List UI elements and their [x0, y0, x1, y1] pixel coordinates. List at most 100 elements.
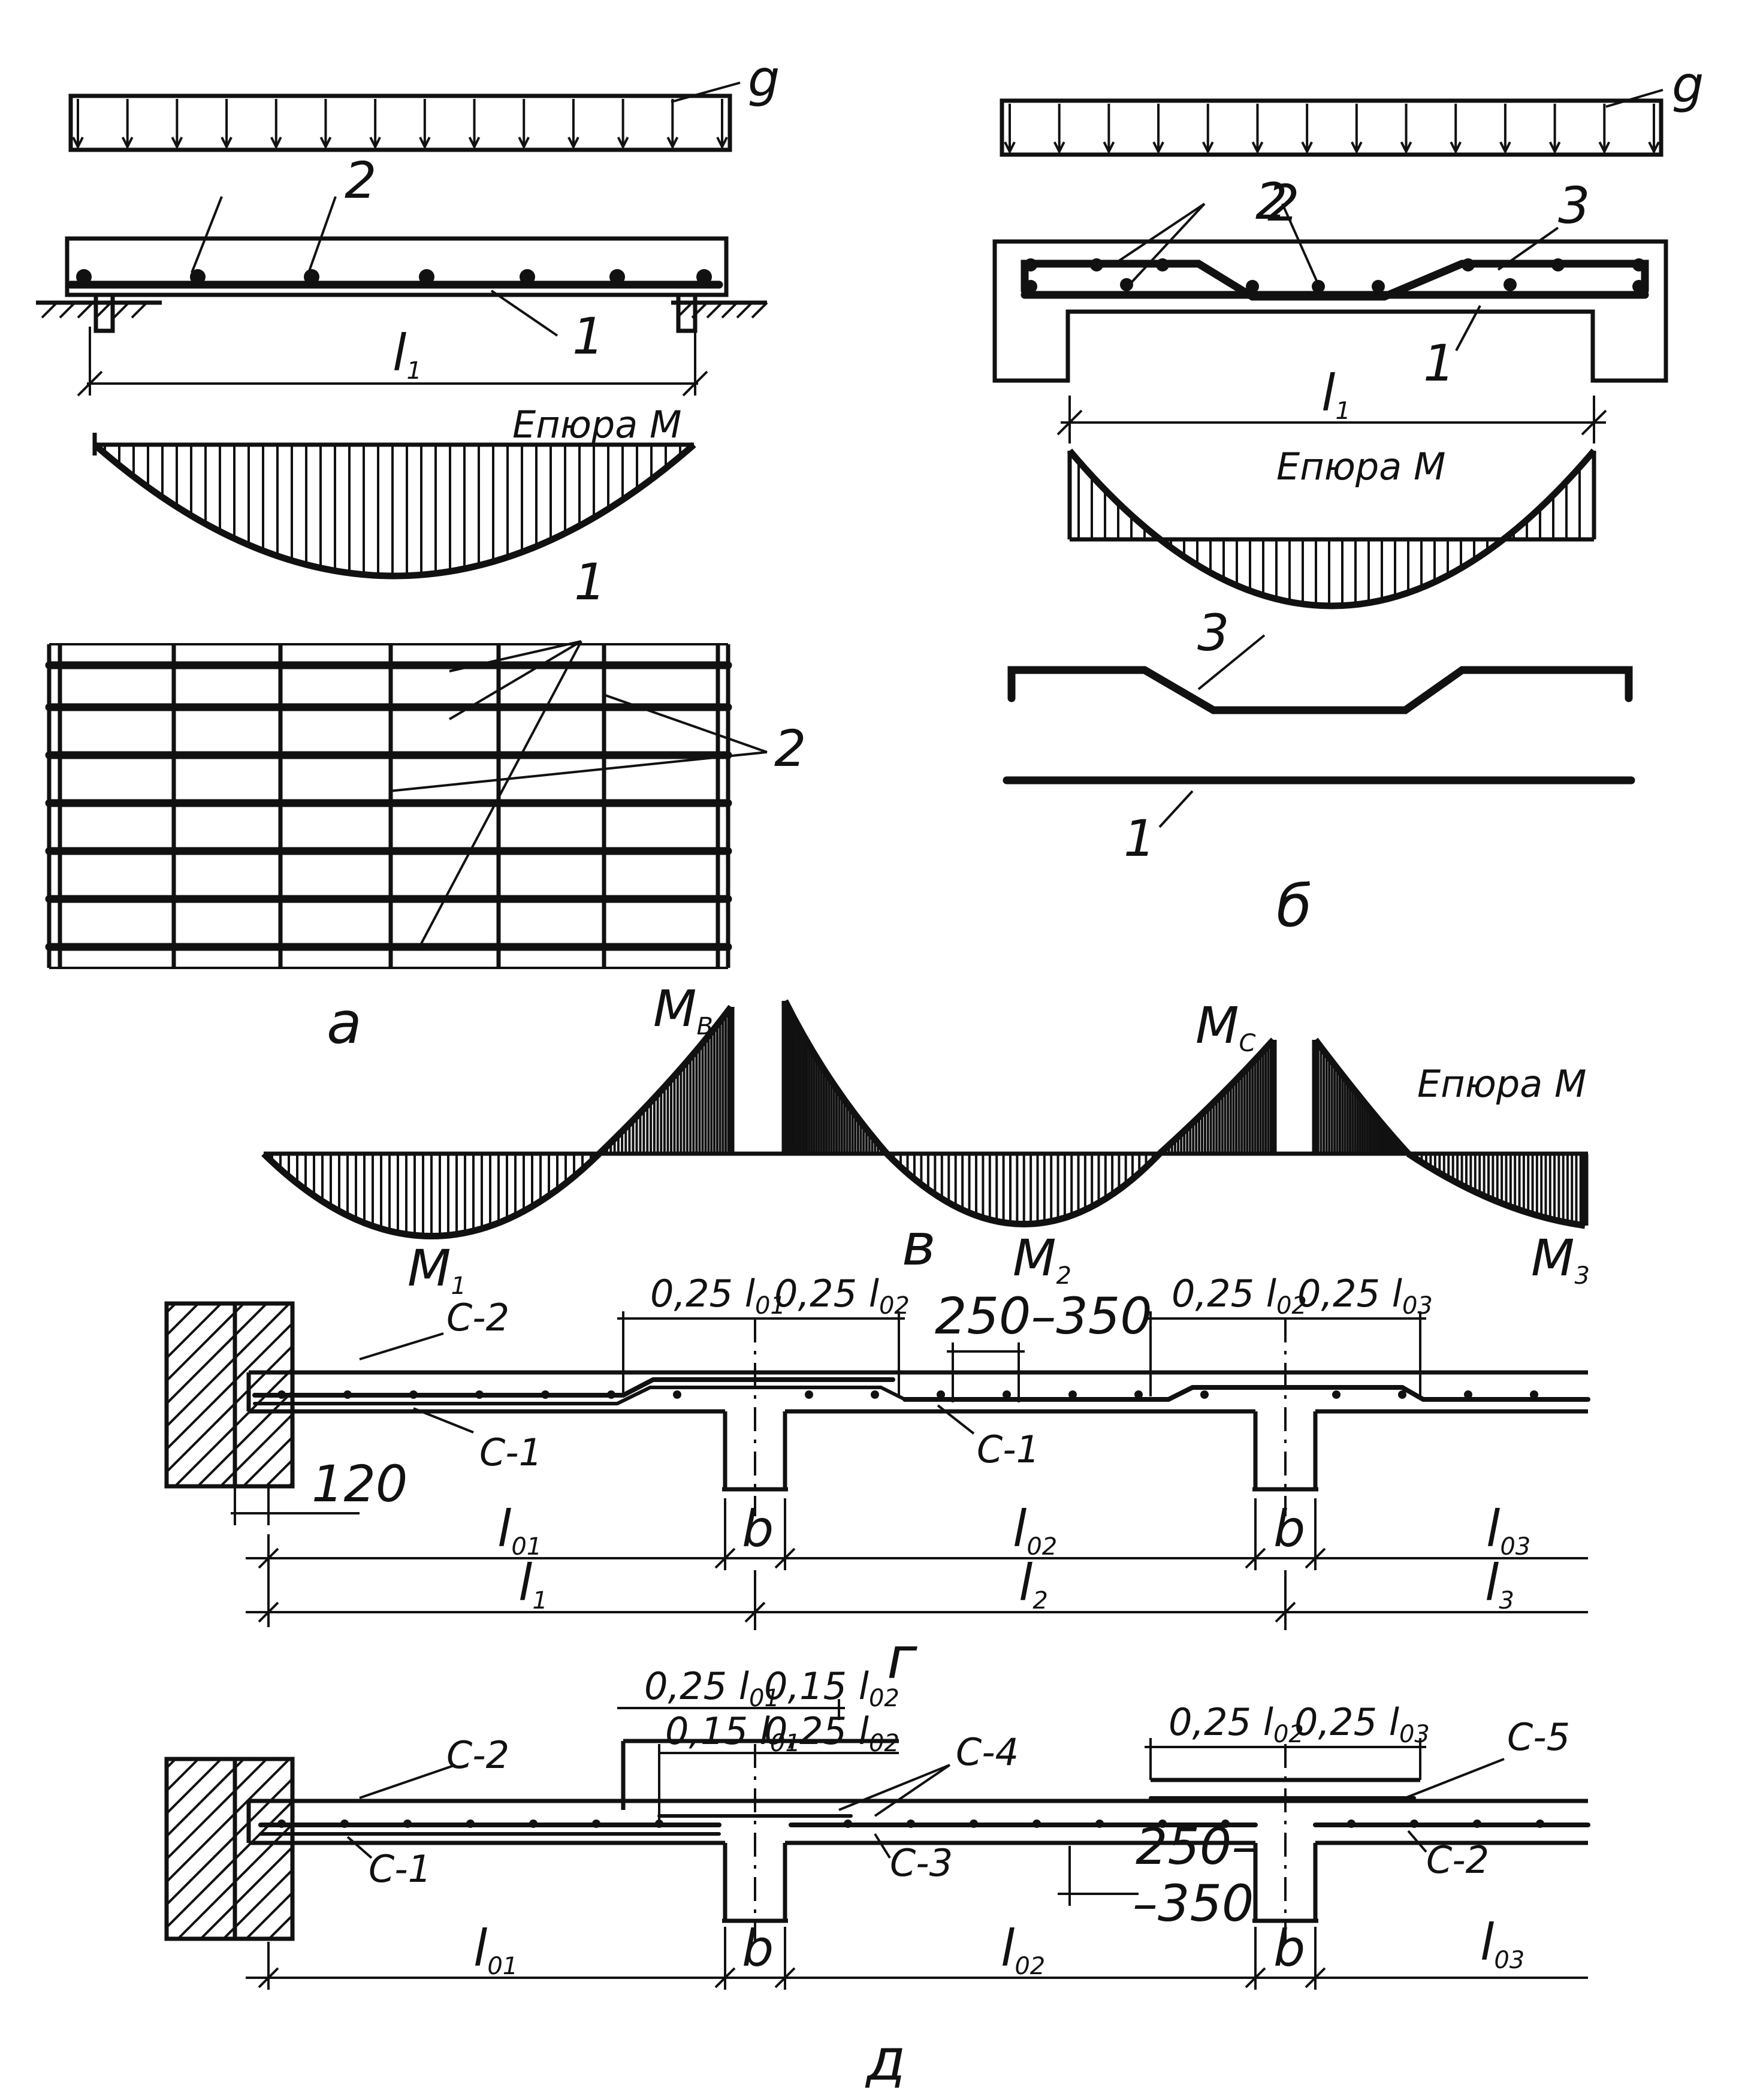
rebar-dot	[696, 269, 712, 285]
span-dimension-b	[1056, 396, 1607, 443]
dimension-tick	[774, 1967, 796, 1989]
mesh-c4-d: С-4	[956, 1730, 1019, 1774]
dimensions-bottom-g	[231, 1486, 1588, 1630]
mb-label: MB	[653, 979, 713, 1040]
wall-hatch-line	[222, 1869, 292, 1939]
rebar-dot	[466, 1820, 475, 1828]
dim-3-d: 0,15 l01	[665, 1709, 801, 1757]
span-label-b: l1	[1321, 364, 1351, 425]
ground-hatch-line	[41, 301, 58, 319]
load-arrow-head	[221, 137, 233, 150]
figure-d: С-2 С-1 С-4 С-3 С-5 С-2 0,25 l01 0,15 l0…	[164, 1664, 1590, 2093]
bar-shapes-b	[1003, 634, 1635, 828]
rebar-dot	[1312, 280, 1325, 293]
wall-g	[164, 1301, 295, 1489]
span-01-g: l01	[497, 1499, 542, 1561]
wall-hatch-line	[267, 1914, 292, 1939]
slab-d	[246, 1739, 1590, 1942]
rebar-dot	[609, 269, 625, 285]
dim-5-d: 0,25 l02	[1169, 1700, 1304, 1748]
rebar-dot	[673, 1390, 681, 1399]
dimension-tick	[1305, 1547, 1326, 1569]
load-arrow-head	[1251, 141, 1264, 155]
rebar-dot	[1398, 1390, 1406, 1399]
rebar-dot	[1003, 1390, 1011, 1399]
wall-hatch-line	[167, 1304, 291, 1428]
rebar-dot	[277, 1390, 286, 1399]
bar-label-1-a: 1	[572, 307, 604, 366]
dimension-tick	[258, 1601, 279, 1623]
caption-v: в	[902, 1211, 936, 1278]
rebar-dot	[1095, 1820, 1104, 1828]
axis-3-g: l3	[1485, 1553, 1514, 1615]
moment-diagram-v	[261, 999, 1589, 1239]
dim-4-d: 0,25 l02	[764, 1709, 899, 1757]
rebar-dot	[1221, 1820, 1230, 1828]
rebar-dot	[937, 1390, 945, 1399]
caption-b: б	[1276, 873, 1312, 940]
diagram-title-a: Епюра M	[512, 403, 681, 446]
wall-hatch-line	[167, 1304, 223, 1359]
bar3-label-b: 3	[1197, 604, 1229, 662]
figure-g: С-2 С-1 С-1 0,25 l01 0,25 l02 250–350 0,…	[164, 1272, 1590, 1692]
rebar-dot	[607, 1390, 615, 1399]
wall-hatch-line	[167, 1759, 200, 1792]
mc-label: MC	[1195, 996, 1255, 1057]
wall-hatch-line	[176, 1823, 292, 1939]
caption-g: г	[887, 1625, 917, 1692]
wall-hatch-line	[167, 1759, 177, 1769]
mesh-label-2-a: 2	[774, 719, 806, 778]
rebar-dot	[1332, 1390, 1341, 1399]
bar1-label-b: 1	[1124, 809, 1155, 868]
wall-hatch-line	[167, 1759, 246, 1837]
load-arrow-head	[319, 137, 332, 150]
rebar-dot	[871, 1390, 879, 1399]
wall-hatch-line	[167, 1759, 223, 1815]
load-arrow-head	[716, 137, 728, 150]
moment-diagram-a	[92, 433, 696, 580]
load-arrow-head	[1301, 141, 1313, 155]
caption-d: д	[865, 2026, 905, 2093]
uniform-load-a	[68, 82, 741, 152]
rebar-dot	[419, 269, 434, 285]
load-arrow-head	[1004, 141, 1016, 155]
rebar-dot	[1464, 1390, 1472, 1399]
ground-hatch-line	[751, 301, 768, 319]
wall-hatch-line	[167, 1345, 292, 1473]
mesh-c2b-d: С-2	[1426, 1838, 1489, 1882]
mesh-c1-d: С-1	[369, 1847, 431, 1891]
dim-6-d: 0,25 l03	[1294, 1700, 1430, 1748]
axis-2-g: l2	[1019, 1553, 1048, 1615]
load-arrow-head	[617, 137, 629, 150]
load-arrow-head	[567, 137, 579, 150]
ground-hatch-line	[59, 301, 76, 319]
load-arrow-head	[1400, 141, 1412, 155]
wall-hatch-line	[167, 1759, 268, 1860]
mesh-c3-d: С-3	[890, 1841, 953, 1885]
wall-hatch-line	[167, 1322, 292, 1450]
load-arrow-head	[1053, 141, 1065, 155]
span-03-g: l03	[1486, 1499, 1530, 1561]
rebar-dot	[475, 1390, 484, 1399]
moment-diagram-b	[1067, 448, 1597, 610]
rebar-dot	[1246, 280, 1259, 293]
rebar-dot	[1024, 258, 1037, 271]
bar-label-2b-b: 2	[1267, 174, 1299, 233]
m3-label: M3	[1531, 1229, 1590, 1290]
wall-hatch-line	[167, 1759, 291, 1883]
ground-hatch-line	[131, 301, 148, 319]
span-label-a: l1	[393, 324, 422, 385]
wall-hatch-line	[199, 1846, 292, 1939]
dimension-tick	[1305, 1967, 1326, 1989]
load-arrow-head	[1152, 141, 1164, 155]
bar-label-2-b: 2	[1255, 172, 1287, 231]
rebar-dot	[1530, 1390, 1538, 1399]
mesh-plan-a	[45, 640, 768, 969]
ground-hatch-line	[691, 301, 708, 319]
rebar-dot	[1536, 1820, 1544, 1828]
rebar-dot	[304, 269, 319, 285]
wall-d	[164, 1757, 295, 1941]
wall-hatch-line	[167, 1304, 246, 1382]
rebar-dot	[340, 1820, 349, 1828]
